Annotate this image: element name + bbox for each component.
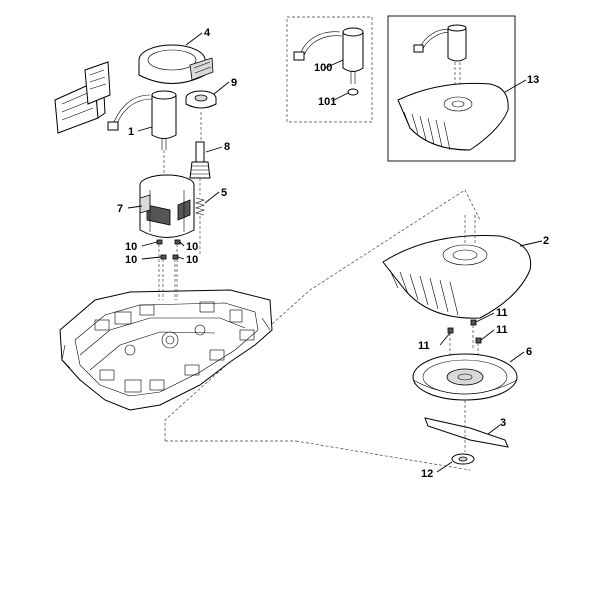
part-2-cover-plate [382, 215, 532, 319]
callout-13: 13 [527, 74, 539, 86]
part-100-capacitor [293, 27, 364, 84]
assembly-connector-dashed [164, 189, 481, 441]
part-7-motor-housing [139, 174, 195, 238]
callout-12: 12 [421, 468, 433, 480]
callout-9: 9 [231, 77, 237, 89]
callout-11a: 11 [418, 340, 430, 352]
circuit-board-module [54, 61, 111, 134]
callout-10a: 10 [125, 241, 137, 253]
callout-3: 3 [500, 417, 506, 429]
callout-10c: 10 [125, 254, 137, 266]
part-9-nut [185, 90, 217, 140]
callout-5: 5 [221, 187, 227, 199]
callout-8: 8 [224, 141, 230, 153]
callout-7: 7 [117, 203, 123, 215]
part-1-motor [107, 90, 177, 180]
part-4-collar-ring [138, 44, 214, 84]
option-kit-dashed-box [286, 16, 373, 123]
detail-box-13 [387, 15, 516, 162]
callout-100: 100 [314, 62, 332, 74]
callout-4: 4 [204, 27, 211, 39]
callout-11c: 11 [496, 324, 508, 336]
callout-11b: 11 [496, 307, 508, 319]
part-12-hub [451, 453, 475, 465]
callout-101: 101 [318, 96, 336, 108]
part-101-washer [347, 88, 359, 96]
part-13-cover-assembly [397, 24, 509, 151]
callout-1: 1 [128, 126, 134, 138]
callout-10d: 10 [186, 254, 198, 266]
part-8-shaft [189, 141, 211, 195]
leader-lines [127, 32, 543, 473]
callout-2: 2 [543, 235, 549, 247]
part-3-blade [424, 400, 509, 452]
chassis-housing [59, 289, 273, 411]
part-6-blade-disc [412, 353, 518, 401]
callout-6: 6 [526, 346, 532, 358]
part-5-spring [194, 197, 206, 255]
callout-10b: 10 [186, 241, 198, 253]
